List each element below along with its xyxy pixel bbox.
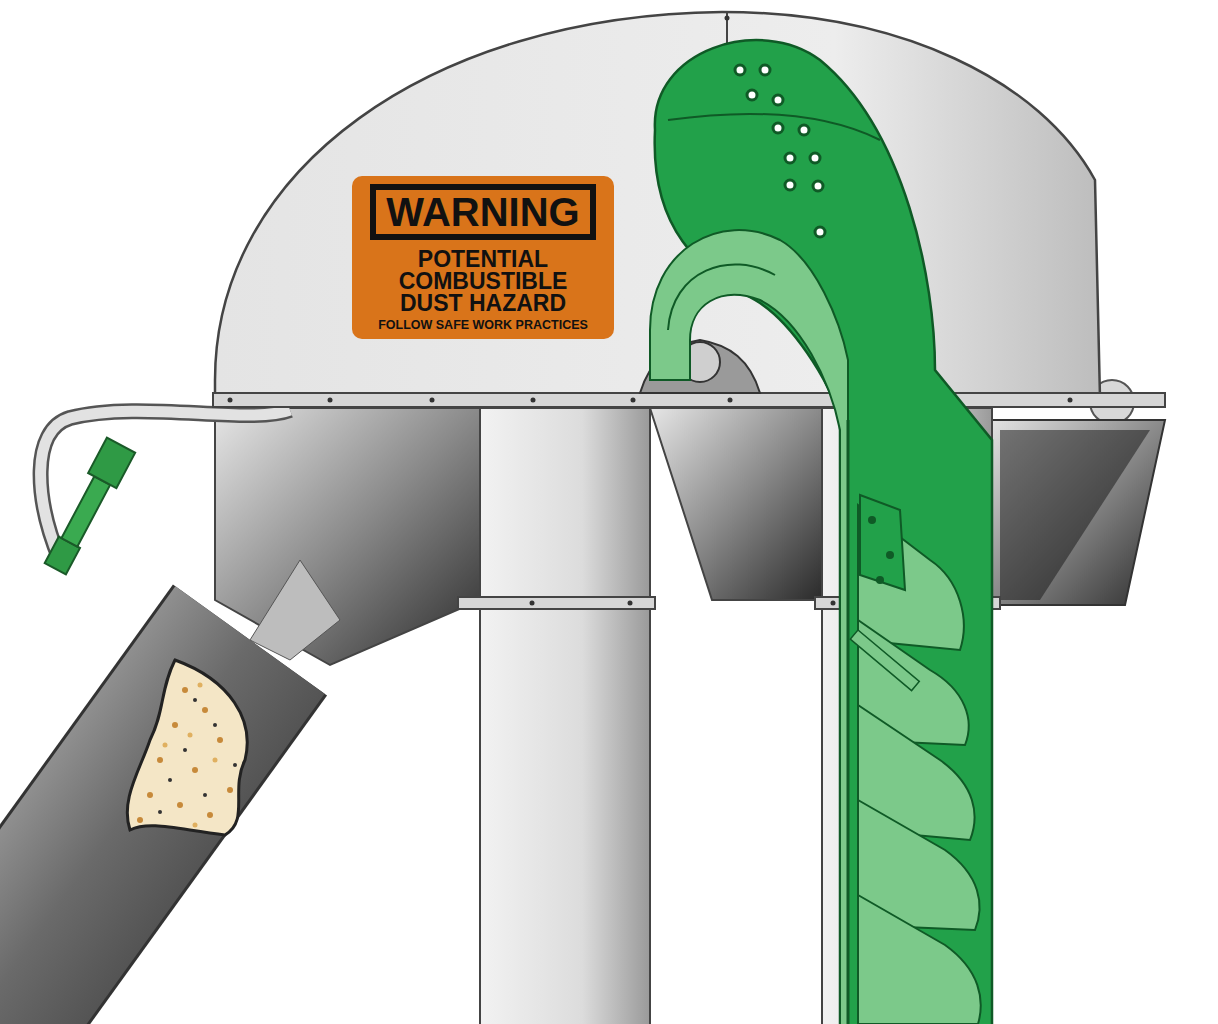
leg-strut bbox=[650, 408, 822, 600]
discharge-chute bbox=[215, 408, 480, 665]
flange bbox=[213, 393, 1165, 609]
air-hose bbox=[41, 410, 290, 576]
sign-footer: FOLLOW SAFE WORK PRACTICES bbox=[362, 317, 604, 333]
sign-heading: WARNING bbox=[370, 184, 595, 240]
warning-sign: WARNING POTENTIAL COMBUSTIBLE DUST HAZARD… bbox=[352, 176, 614, 339]
bucket-belt bbox=[650, 40, 992, 1024]
side-hopper bbox=[985, 380, 1165, 605]
chute-facet bbox=[250, 560, 340, 660]
sign-message: POTENTIAL COMBUSTIBLE DUST HAZARD bbox=[381, 248, 586, 314]
discharge-pipe bbox=[0, 640, 250, 1024]
center-leg bbox=[480, 408, 650, 1024]
seam-bolt bbox=[725, 16, 730, 21]
